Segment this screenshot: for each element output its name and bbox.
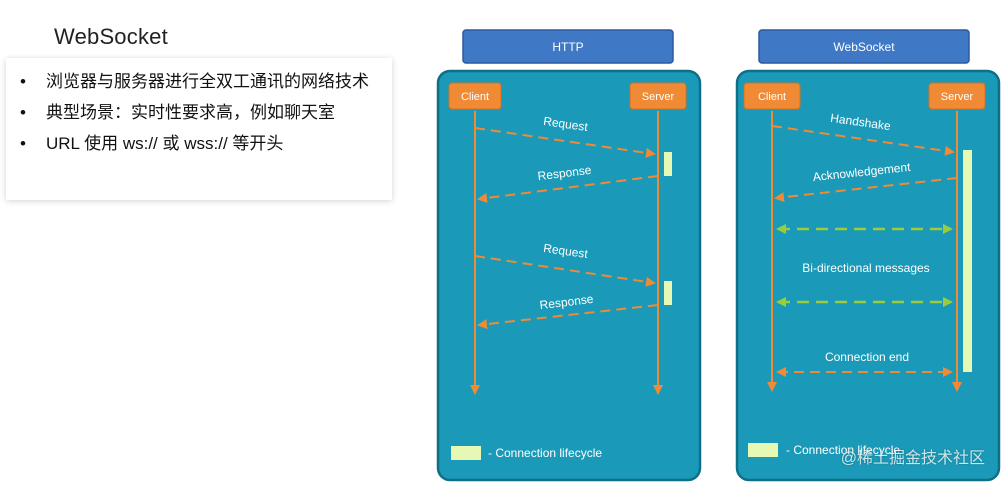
ws-client-label: Client [758, 91, 786, 103]
http-header-box [462, 29, 674, 64]
bullet-list: 浏览器与服务器进行全双工通讯的网络技术 典型场景：实时性要求高，例如聊天室 UR… [6, 58, 392, 159]
ws-client-box [743, 82, 801, 110]
ws-header-label: WebSocket [833, 40, 895, 54]
watermark: @稀土掘金技术社区 [840, 450, 985, 467]
slide-title: WebSocket [54, 24, 168, 49]
http-client-box [448, 82, 502, 110]
http-request-label: Request [542, 114, 589, 134]
websocket-diagram: WebSocket Client Server Handshake Acknow… [735, 29, 1001, 482]
ws-lifecycle-bar [963, 150, 972, 372]
http-lifecycle-bar [664, 281, 672, 305]
http-request-label: Request [542, 241, 589, 261]
bullet-item: 典型场景：实时性要求高，例如聊天室 [20, 97, 376, 128]
http-lifecycle-bar [664, 152, 672, 176]
http-client-label: Client [461, 91, 489, 103]
http-header-label: HTTP [552, 40, 583, 54]
http-response-arrow [477, 304, 659, 330]
bullet-card: 浏览器与服务器进行全双工通讯的网络技术 典型场景：实时性要求高，例如聊天室 UR… [6, 58, 392, 200]
http-server-label: Server [642, 91, 675, 103]
ws-handshake-arrow [771, 125, 955, 156]
http-response-label: Response [539, 292, 595, 313]
http-request-arrow [474, 255, 656, 287]
ws-legend-swatch [748, 443, 778, 457]
ws-panel [735, 69, 1001, 482]
ws-server-box [928, 82, 986, 110]
ws-ack-arrow [774, 177, 958, 203]
ws-server-label: Server [941, 91, 974, 103]
bullet-item: 浏览器与服务器进行全双工通讯的网络技术 [20, 66, 376, 97]
http-server-box [629, 82, 687, 110]
http-request-arrow [474, 127, 656, 158]
http-response-arrow [477, 175, 659, 203]
bullet-item: URL 使用 ws:// 或 wss:// 等开头 [20, 128, 376, 159]
http-legend-swatch [451, 446, 481, 460]
http-response-label: Response [537, 163, 593, 184]
http-diagram: HTTP Client Server Request Response Requ… [436, 29, 702, 482]
ws-bidir-label: Bi-directional messages [802, 261, 929, 275]
http-panel [436, 69, 702, 482]
ws-legend-label: - Connection lifecycle [786, 443, 900, 457]
ws-end-label: Connection end [825, 350, 909, 364]
ws-header-box [758, 29, 970, 64]
http-legend-label: - Connection lifecycle [488, 446, 602, 460]
